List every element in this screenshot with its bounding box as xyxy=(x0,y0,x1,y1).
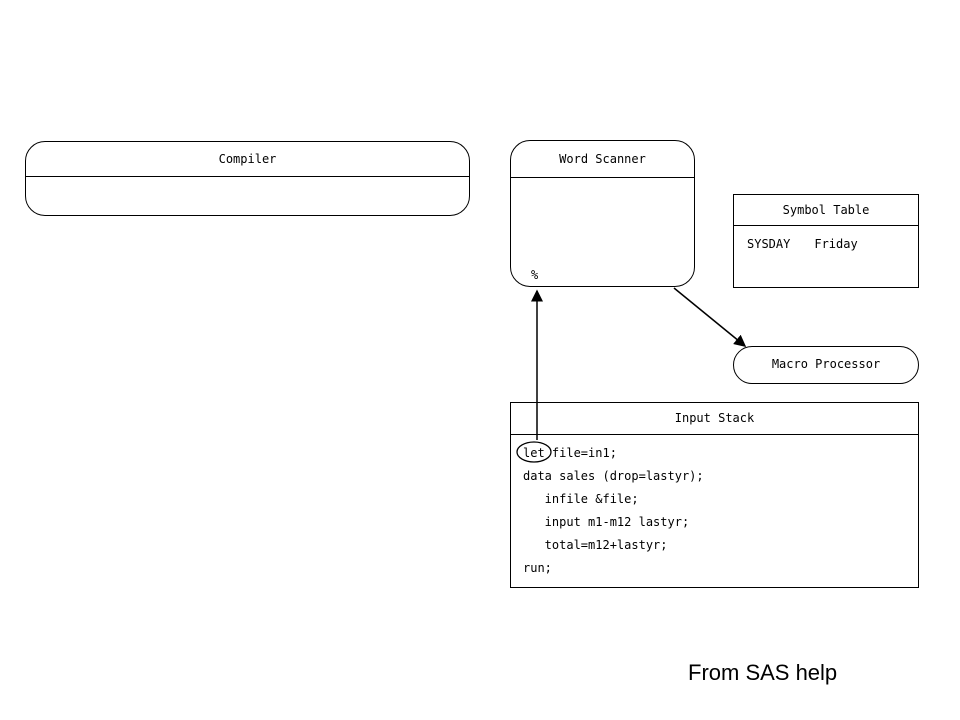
compiler-title: Compiler xyxy=(26,142,469,177)
input-stack-title: Input Stack xyxy=(511,403,918,435)
macro-processor-box: Macro Processor xyxy=(733,346,919,384)
macro-processor-label: Macro Processor xyxy=(771,357,881,371)
code-line-5: total=m12+lastyr; xyxy=(523,538,668,552)
symbol-name: SYSDAY xyxy=(747,237,791,251)
circled-token: let xyxy=(523,446,545,460)
compiler-box: Compiler xyxy=(25,141,470,216)
code-line-2: data sales (drop=lastyr); xyxy=(523,469,704,483)
symbol-table-title: Symbol Table xyxy=(734,195,918,226)
code-line-1-rest: file=in1; xyxy=(544,446,617,460)
word-scanner-box: Word Scanner % xyxy=(510,140,695,287)
code-line-3: infile &file; xyxy=(523,492,639,506)
scanner-token: % xyxy=(531,268,539,282)
code-line-1: let file=in1; xyxy=(523,446,617,460)
source-caption: From SAS help xyxy=(688,660,838,685)
symbol-value: Friday xyxy=(814,237,858,251)
word-scanner-title: Word Scanner xyxy=(511,141,694,178)
input-stack-box: Input Stack let file=in1; data sales (dr… xyxy=(510,402,919,588)
symbol-table-row: SYSDAY Friday xyxy=(747,237,858,251)
code-line-4: input m1-m12 lastyr; xyxy=(523,515,690,529)
symbol-table-box: Symbol Table SYSDAY Friday xyxy=(733,194,919,288)
code-line-6: run; xyxy=(523,561,552,575)
scanner-to-macro-arrow xyxy=(673,287,747,347)
